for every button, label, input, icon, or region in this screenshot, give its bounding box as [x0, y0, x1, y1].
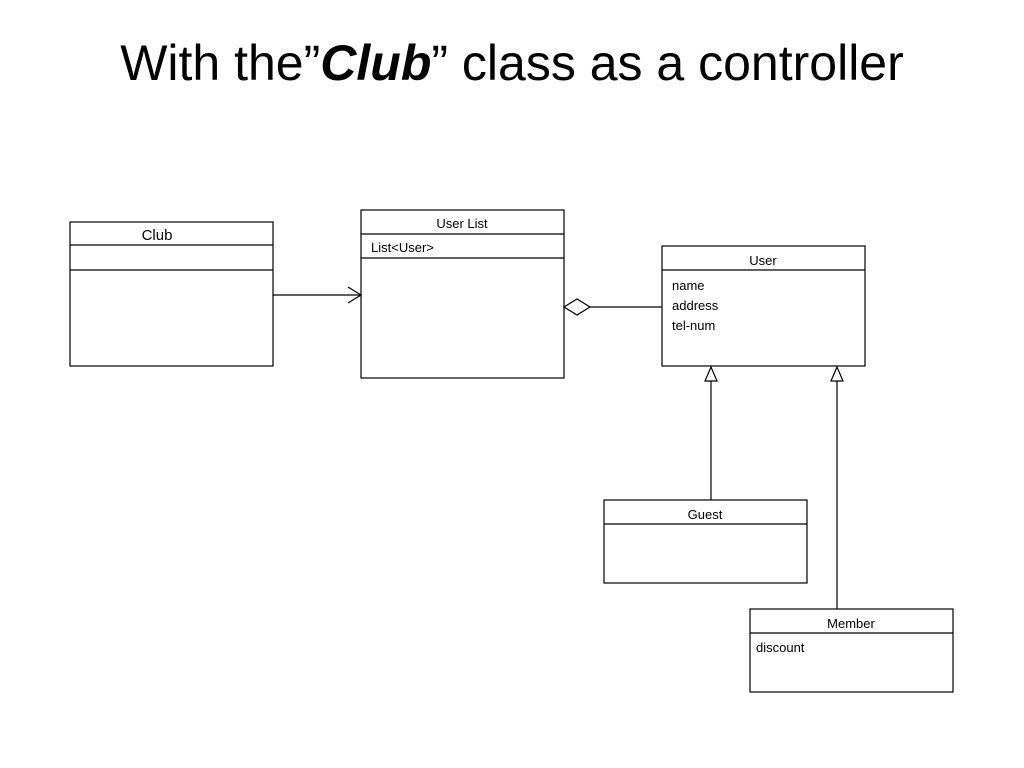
- title-emphasis: Club: [320, 35, 432, 91]
- class-member-name: Member: [827, 616, 875, 631]
- class-user-attr-tel-num: tel-num: [672, 318, 715, 333]
- open-arrow-head: [347, 286, 363, 304]
- title-prefix: With the”: [120, 35, 321, 91]
- class-user-list: User List List<User>: [360, 209, 565, 379]
- class-guest-box: [603, 499, 808, 584]
- aggregation-diamond: [562, 298, 592, 316]
- class-member-attr-discount: discount: [756, 640, 805, 655]
- generalization-guest-user: [704, 365, 718, 500]
- generalization-triangle-guest: [704, 365, 718, 382]
- class-club-name: Club: [142, 227, 173, 244]
- class-user-list-name: User List: [436, 216, 488, 231]
- generalization-triangle-member: [830, 365, 844, 382]
- class-member: Member discount: [749, 608, 954, 693]
- class-club: Club: [69, 221, 274, 367]
- class-user-attr-address: address: [672, 298, 719, 313]
- generalization-member-user: [830, 365, 844, 609]
- class-user-list-box: [360, 209, 565, 379]
- class-club-box: [69, 221, 274, 367]
- class-user-list-attr: List<User>: [371, 240, 434, 255]
- association-club-to-user-list: [273, 286, 363, 304]
- class-guest-name: Guest: [688, 507, 723, 522]
- class-user-attr-name: name: [672, 278, 705, 293]
- class-user-box: [661, 245, 866, 367]
- title-suffix: ” class as a controller: [431, 35, 904, 91]
- aggregation-user-list-user: [562, 298, 662, 316]
- class-member-box: [749, 608, 954, 693]
- class-guest: Guest: [603, 499, 808, 584]
- class-user-name: User: [749, 253, 777, 268]
- class-user: User name address tel-num: [661, 245, 866, 367]
- slide-title: With the”Club” class as a controller: [0, 28, 1024, 98]
